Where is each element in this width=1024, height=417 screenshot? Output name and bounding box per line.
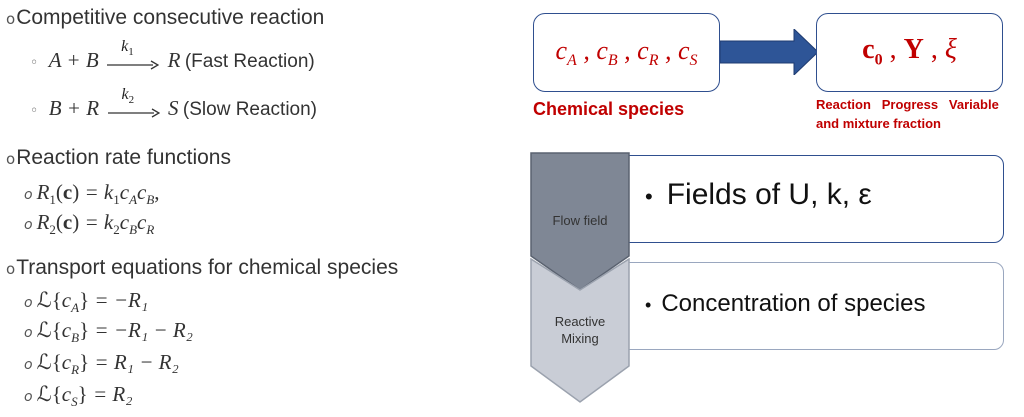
left-column: oCompetitive consecutive reaction ◦ A + … bbox=[0, 0, 500, 417]
caption-chemical-species: Chemical species bbox=[533, 99, 685, 119]
reaction-1: ◦ A + B k1 R (Fast Reaction) bbox=[30, 37, 315, 74]
reaction-1-rhs: R bbox=[167, 48, 181, 72]
right-diagram: cA , cB , cR , cS c0 , Y , ξ Chemical sp… bbox=[500, 0, 1024, 417]
caption-progress-variable-line2: and mixture fraction bbox=[816, 116, 941, 131]
reaction-2-rhs: S bbox=[167, 96, 179, 120]
heading-reaction-rate: oReaction rate functions bbox=[6, 146, 231, 169]
flow-field-label: Flow field bbox=[552, 213, 608, 228]
reactive-mixing-chevron bbox=[530, 258, 630, 403]
reaction-1-arrow: k1 bbox=[107, 38, 160, 74]
reaction-2: ◦ B + R k2 S (Slow Reaction) bbox=[30, 85, 318, 122]
reaction-2-label: (Slow Reaction) bbox=[182, 99, 318, 120]
flow-field-chevron bbox=[530, 152, 630, 291]
reaction-1-lhs: A + B bbox=[48, 48, 99, 72]
transform-arrow bbox=[720, 29, 819, 75]
reaction-2-lhs: B + R bbox=[48, 96, 100, 120]
flow-field-panel: •Fields of U, k, ε bbox=[618, 155, 1004, 243]
chemical-species-box: cA , cB , cR , cS bbox=[533, 13, 720, 92]
reaction-2-arrow: k2 bbox=[107, 86, 160, 122]
heading-competitive-reaction: oCompetitive consecutive reaction bbox=[6, 6, 325, 29]
reactive-mixing-text: •Concentration of species bbox=[645, 290, 926, 317]
heading-transport-equations: oTransport equations for chemical specie… bbox=[6, 256, 399, 279]
caption-progress-variable-line1: Reaction Progress Variable bbox=[816, 97, 999, 112]
progress-variable-box: c0 , Y , ξ bbox=[816, 13, 1003, 92]
reactive-mixing-panel: •Concentration of species bbox=[618, 262, 1004, 350]
progress-variable-symbols: c0 , Y , ξ bbox=[862, 34, 957, 69]
chemical-species-symbols: cA , cB , cR , cS bbox=[555, 36, 698, 70]
reaction-1-label: (Fast Reaction) bbox=[184, 51, 315, 72]
flow-field-text: •Fields of U, k, ε bbox=[645, 178, 872, 211]
